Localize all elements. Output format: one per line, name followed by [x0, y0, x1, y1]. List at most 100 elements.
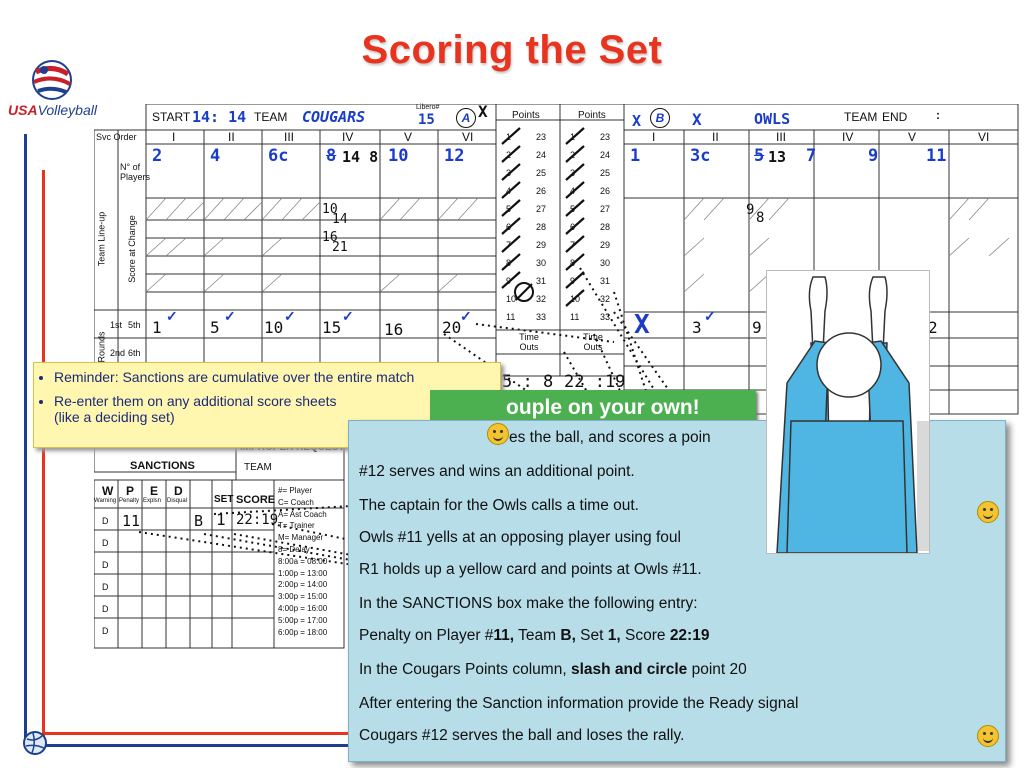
- penalty-score: 22:19: [669, 627, 710, 644]
- instruction-line-3: The captain for the Owls calls a time ou…: [359, 497, 639, 514]
- legend-item: A= Ast Coach: [278, 509, 327, 519]
- points-left-b: 4: [570, 186, 576, 196]
- player-a-4-extra: 14 8: [342, 148, 379, 166]
- player-b-2: 3c: [690, 146, 711, 166]
- wpe-header-e: E: [150, 484, 159, 498]
- check-mark-icon: ✓: [284, 308, 296, 324]
- bottom-red-line: [42, 732, 352, 735]
- points-left-b: 3: [570, 168, 576, 178]
- player-b-6: 11: [926, 146, 947, 166]
- check-mark-icon: ✓: [166, 308, 178, 324]
- roman-a-6: VI: [462, 130, 474, 144]
- penalty-set-label: Set: [575, 627, 608, 644]
- player-a-6: 12: [444, 146, 465, 166]
- lineup-label: Team Line-up: [96, 211, 107, 267]
- legend-item: 1:00p = 13:00: [278, 568, 328, 578]
- start-label: START: [152, 110, 191, 124]
- wpe-sub-disqual: Disqual: [167, 498, 188, 504]
- banner-text: ouple on your own!: [506, 396, 700, 419]
- round-a-5: 16: [384, 320, 404, 339]
- player-b-4: 7: [806, 146, 817, 166]
- row-d-4: D: [102, 582, 109, 592]
- wpe-sub-warning: Warning: [94, 498, 117, 504]
- points-right-b: 31: [600, 276, 611, 286]
- check-mark-icon: ✓: [460, 308, 472, 324]
- points-right-a: 26: [536, 186, 547, 196]
- roman-b-4: IV: [842, 130, 854, 144]
- points-right-b: 25: [600, 168, 611, 178]
- smiley-icon: [977, 725, 999, 747]
- first-label: 1st: [110, 320, 123, 330]
- team-a-x-mark: X: [478, 102, 488, 121]
- legend-item: M= Manager: [278, 533, 324, 543]
- sanction-set: 1: [216, 510, 226, 529]
- round-b-2: 3: [692, 318, 702, 337]
- row-d-1: D: [102, 516, 109, 526]
- scoresheet: START 14: 14 TEAM COUGARS Libero# 15 A X…: [94, 102, 1020, 650]
- instruction-line-2: #12 serves and wins an additional point.: [359, 463, 635, 480]
- smiley-icon: [487, 423, 509, 445]
- libero-label-a: Libero#: [416, 104, 440, 111]
- reminder-item-2-line-1: Re-enter them on any additional score sh…: [54, 393, 337, 409]
- points-left-b: 2: [570, 150, 576, 160]
- instruction-line-7: Penalty on Player #11, Team B, Set 1, Sc…: [359, 627, 709, 645]
- player-a-1: 2: [152, 146, 163, 166]
- team-b-label: TEAM: [844, 110, 878, 124]
- points-left-b: 1: [570, 132, 576, 142]
- end-label: END: [882, 110, 908, 124]
- roman-b-2: II: [712, 130, 719, 144]
- legend-item: #= Player: [278, 486, 313, 495]
- volleyball-logo-icon: [32, 60, 72, 100]
- rounds-label: Rounds: [96, 331, 107, 363]
- second-label: 2nd: [110, 348, 126, 358]
- left-red-line: [42, 170, 45, 746]
- change-a-3: 16: [322, 230, 338, 245]
- round-a-2: 5: [210, 318, 220, 337]
- timeout-a: 5 : 8: [502, 372, 554, 392]
- points-left-a: 5: [506, 204, 512, 214]
- penalty-set: 1,: [607, 627, 621, 644]
- cougars-bold: slash and circle: [570, 661, 688, 678]
- instruction-line-8: In the Cougars Points column, slash and …: [359, 661, 747, 679]
- team-a-letter: A: [456, 108, 476, 128]
- roman-a-4: IV: [342, 130, 354, 144]
- timeouts-label-a: Time Outs: [519, 332, 539, 352]
- penalty-team-label: Team: [514, 627, 561, 644]
- referee-illustration: [766, 270, 930, 554]
- legend-item: 6:00p = 18:00: [278, 627, 328, 637]
- points-right-b: 28: [600, 222, 611, 232]
- reminder-item-2-line-2: (like a deciding set): [54, 409, 175, 425]
- roman-b-5: V: [908, 130, 917, 144]
- points-left-b: 8: [570, 258, 576, 268]
- round-a-4: 15: [322, 318, 342, 337]
- points-left-b: 6: [570, 222, 576, 232]
- points-right-b: 32: [600, 294, 611, 304]
- points-right-a: 24: [536, 150, 547, 160]
- instruction-line-5: R1 holds up a yellow card and points at …: [359, 561, 702, 578]
- legend-item: 5:00p = 17:00: [278, 615, 328, 625]
- penalty-score-label: Score: [620, 627, 670, 644]
- libero-a: 15: [418, 112, 435, 128]
- player-b-3: 5: [754, 146, 765, 166]
- roman-b-1: I: [652, 130, 656, 144]
- cougars-prefix: In the Cougars Points column,: [359, 661, 567, 678]
- points-left-a: 3: [506, 168, 512, 178]
- points-right-b: 23: [600, 132, 611, 142]
- instruction-line-9: After entering the Sanction information …: [359, 695, 799, 712]
- round-b-3: 9: [752, 318, 762, 337]
- player-b-1: 1: [630, 146, 641, 166]
- points-left-a: 6: [506, 222, 512, 232]
- team-b-x-mark: X: [632, 112, 642, 130]
- legend-item: 8:00a = 08:00: [278, 556, 328, 566]
- reminder-item-1: Reminder: Sanctions are cumulative over …: [54, 369, 500, 385]
- logo-text-usa: USA: [8, 102, 38, 118]
- roman-b-3: III: [776, 130, 787, 144]
- legend-item: C= Coach: [278, 497, 314, 507]
- player-a-3: 6c: [268, 146, 289, 166]
- set-label: SET: [214, 494, 234, 505]
- cougars-tail: point 20: [687, 661, 747, 678]
- instruction-line-6: In the SANCTIONS box make the following …: [359, 595, 698, 612]
- fifth-label: 5th: [128, 320, 141, 330]
- sanction-team: B: [194, 512, 204, 530]
- change-b-2: 8: [756, 210, 765, 226]
